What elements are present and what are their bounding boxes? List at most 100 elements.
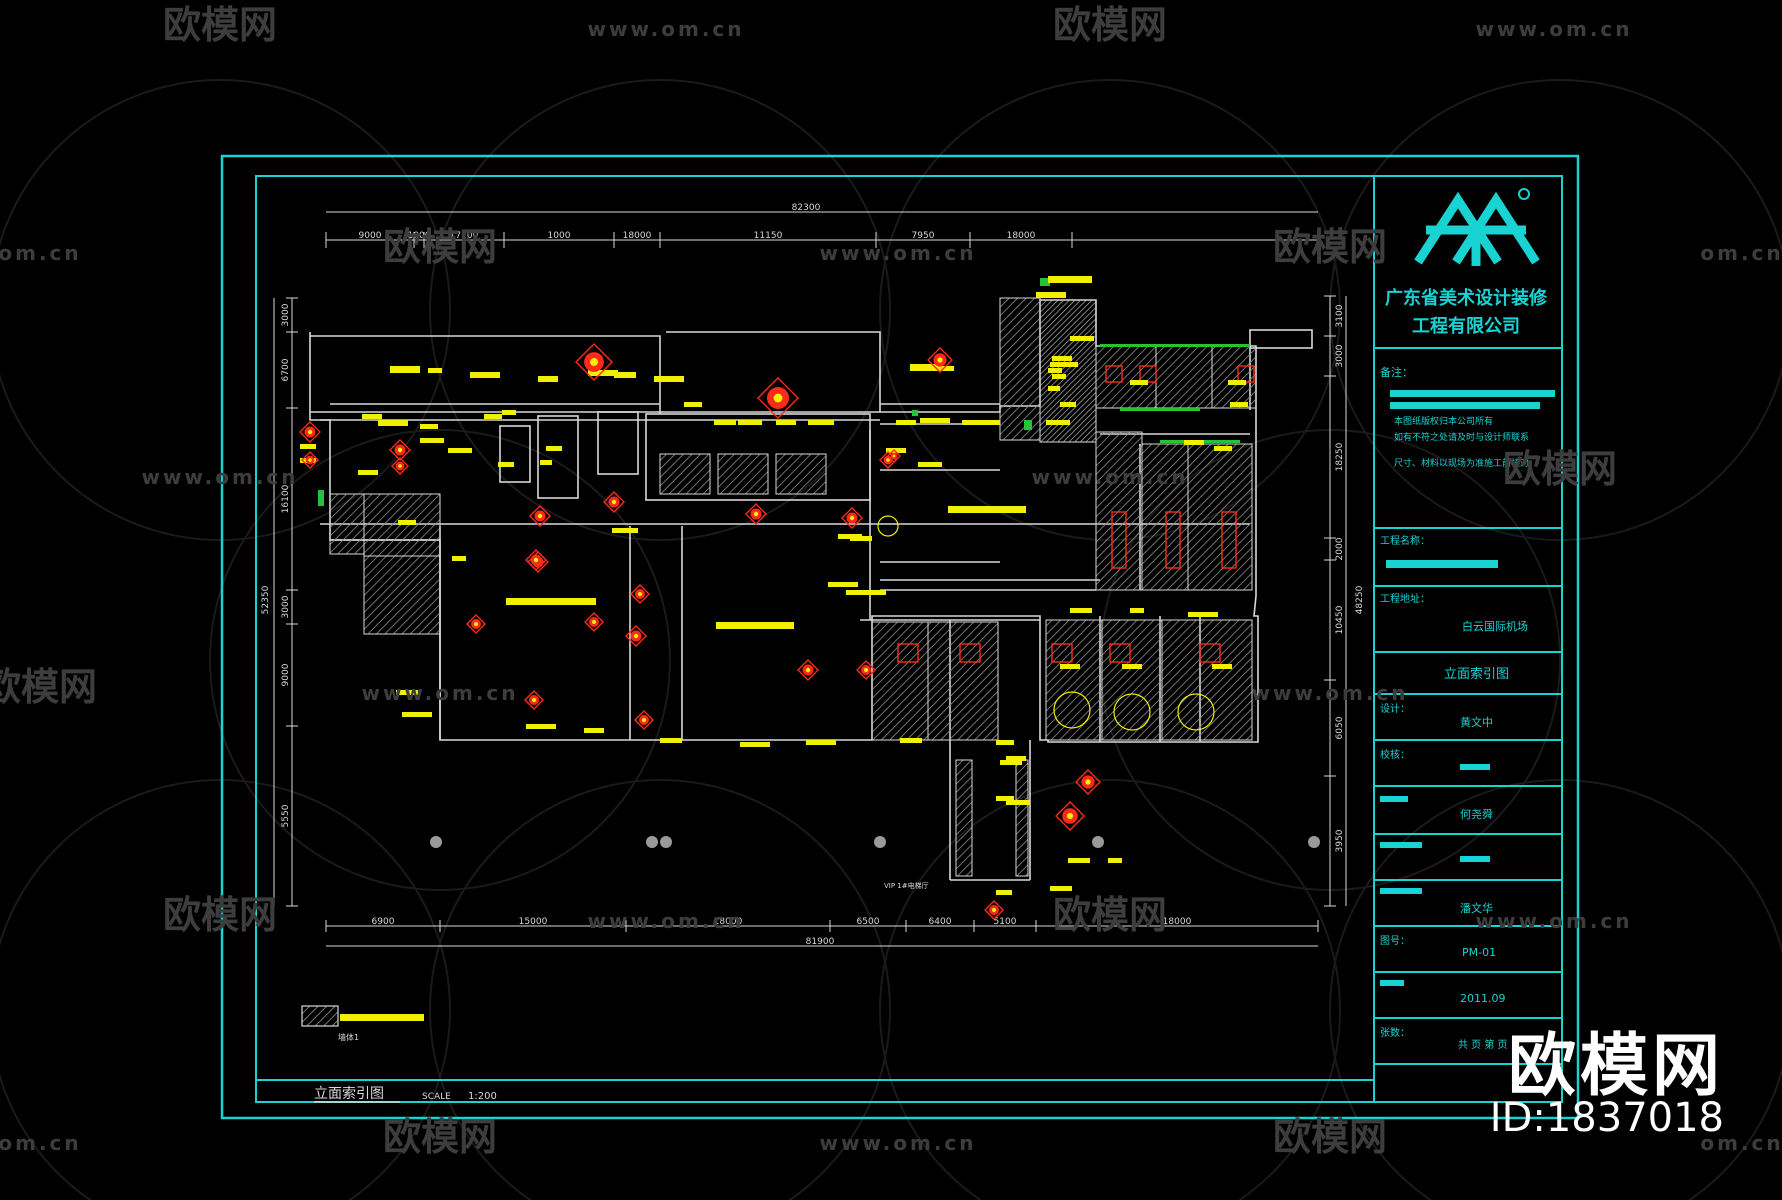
elevation-index-symbols bbox=[299, 343, 1101, 920]
approver-value: 何尧舜 bbox=[1460, 807, 1493, 821]
elevation-index-19 bbox=[634, 710, 654, 730]
room-label-80 bbox=[996, 890, 1012, 895]
reviewer-value: 潘文华 bbox=[1460, 901, 1493, 915]
room-label-44 bbox=[828, 582, 858, 587]
room-label-18 bbox=[738, 420, 762, 425]
elevation-index-5 bbox=[391, 457, 409, 475]
dim-right-total: 48250 bbox=[1355, 585, 1365, 614]
dim-right-0: 3100 bbox=[1335, 304, 1345, 327]
room-label-61 bbox=[1060, 664, 1080, 669]
room-label-7 bbox=[614, 372, 636, 378]
room-label-55 bbox=[1000, 760, 1022, 765]
company-name-line2: 工程有限公司 bbox=[1412, 315, 1520, 337]
room-label-38 bbox=[850, 536, 872, 541]
watermark-brand-2: 欧模网 bbox=[383, 225, 497, 269]
elevation-index-15 bbox=[630, 584, 650, 604]
watermark-brand-5: 欧模网 bbox=[0, 665, 97, 709]
company-name-line1: 广东省美术设计装修 bbox=[1385, 287, 1548, 309]
legend-label: 墙体1 bbox=[338, 1032, 359, 1042]
company-logo bbox=[1414, 191, 1540, 266]
dim-left-4: 9000 bbox=[281, 663, 291, 686]
watermark-url-2: www.om.cn bbox=[819, 241, 976, 265]
room-label-21 bbox=[896, 420, 916, 425]
room-label-46 bbox=[396, 690, 418, 695]
room-label-9 bbox=[910, 364, 940, 371]
room-label-54 bbox=[996, 740, 1014, 745]
room-label-41 bbox=[506, 598, 596, 605]
watermark-url-short-1: om.cn bbox=[0, 1131, 82, 1155]
overlay-brand-watermark: 欧模网 bbox=[1507, 1027, 1724, 1106]
room-label-28 bbox=[358, 470, 378, 475]
room-label-68 bbox=[1130, 608, 1144, 613]
elevation-index-1 bbox=[757, 377, 799, 419]
room-label-81 bbox=[1050, 886, 1072, 891]
elevation-index-6 bbox=[301, 451, 319, 469]
room-label-24 bbox=[980, 420, 1000, 425]
room-label-15 bbox=[502, 410, 516, 415]
watermark-brand-0: 欧模网 bbox=[163, 3, 277, 47]
room-label-51 bbox=[740, 742, 770, 747]
elevation-index-16 bbox=[625, 625, 647, 647]
room-label-49 bbox=[584, 728, 604, 733]
watermark-brand-7: 欧模网 bbox=[1053, 893, 1167, 937]
elevation-index-25 bbox=[887, 449, 901, 463]
date-value: 2011.09 bbox=[1460, 992, 1506, 1005]
room-label-5 bbox=[538, 376, 558, 382]
elevation-index-22 bbox=[1055, 801, 1085, 831]
elevation-index-4 bbox=[389, 439, 411, 461]
outer-frame bbox=[220, 154, 1580, 1120]
dim-top-2: 17100 bbox=[450, 231, 479, 241]
round-tables bbox=[877, 515, 1215, 731]
sheet-no-value: PM-01 bbox=[1462, 946, 1496, 959]
room-label-76 bbox=[1052, 374, 1066, 379]
room-label-50 bbox=[660, 738, 682, 743]
project-location-label: 工程地址： bbox=[1380, 592, 1430, 605]
watermark-url-short-0: om.cn bbox=[0, 241, 82, 265]
watermark-url-5: www.om.cn bbox=[361, 681, 518, 705]
room-label-62 bbox=[1122, 664, 1142, 669]
watermark-url-4: www.om.cn bbox=[1031, 465, 1188, 489]
room-label-0 bbox=[1048, 276, 1092, 283]
dim-left-3: 3000 bbox=[281, 595, 291, 618]
remarks-text-2: 如有不符之处请及时与设计师联系 bbox=[1394, 431, 1529, 443]
elevation-index-0 bbox=[575, 343, 613, 381]
drawing-title: 立面索引图 bbox=[314, 1085, 384, 1102]
elevation-index-2 bbox=[927, 347, 953, 373]
watermark-url-short-3: om.cn bbox=[1700, 1131, 1782, 1155]
room-label-31 bbox=[498, 462, 514, 467]
dim-top-6: 7950 bbox=[912, 231, 935, 241]
room-label-16 bbox=[684, 402, 702, 407]
watermark-brand-8: 欧模网 bbox=[383, 1115, 497, 1159]
room-label-26 bbox=[300, 444, 316, 449]
room-label-65 bbox=[1214, 446, 1232, 451]
dim-right-3: 2000 bbox=[1335, 537, 1345, 560]
dim-left-2: 16100 bbox=[281, 484, 291, 513]
elevation-index-18 bbox=[524, 690, 544, 710]
watermark-url-9: www.om.cn bbox=[819, 1131, 976, 1155]
dim-right-6: 3950 bbox=[1335, 829, 1345, 852]
room-label-4 bbox=[470, 372, 500, 378]
room-label-73 bbox=[1060, 402, 1076, 407]
designer-value: 黄文中 bbox=[1460, 715, 1493, 729]
room-label-56 bbox=[1006, 756, 1026, 761]
room-label-40 bbox=[452, 556, 466, 561]
room-label-39 bbox=[398, 520, 416, 525]
room-label-45 bbox=[846, 590, 886, 595]
title-block: 广东省美术设计装修 工程有限公司 备注： 本图纸版权归本公司所有 如有不符之处请… bbox=[1374, 188, 1562, 1065]
room-label-32 bbox=[546, 446, 562, 451]
red-furniture bbox=[897, 365, 1255, 663]
dim-left-total: 52350 bbox=[261, 585, 271, 614]
dim-top-5: 11150 bbox=[754, 231, 783, 241]
room-label-6 bbox=[588, 370, 618, 376]
dim-bottom-total: 81900 bbox=[806, 937, 835, 947]
room-label-52 bbox=[806, 740, 836, 745]
room-label-60 bbox=[1108, 858, 1122, 863]
room-label-29 bbox=[420, 438, 444, 443]
room-label-23 bbox=[962, 420, 982, 425]
overlay-id-watermark: ID:1837018 bbox=[1489, 1095, 1724, 1141]
watermark-url-7: www.om.cn bbox=[587, 909, 744, 933]
room-label-59 bbox=[1068, 858, 1090, 863]
room-labels bbox=[300, 276, 1248, 895]
scale-value: 1:200 bbox=[468, 1091, 497, 1102]
